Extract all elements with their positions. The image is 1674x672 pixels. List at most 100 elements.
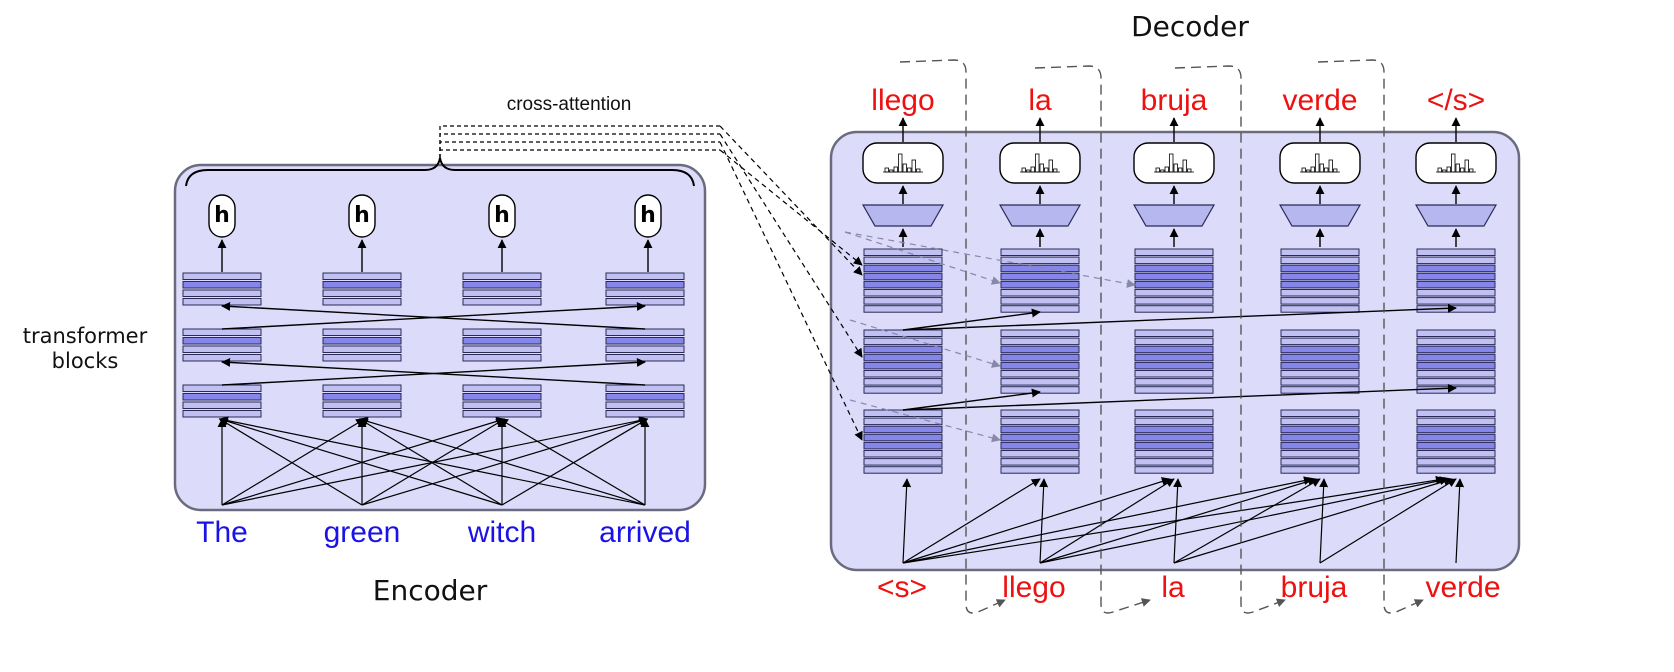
layer-bar bbox=[1416, 378, 1496, 386]
softmax-histogram-box bbox=[1279, 142, 1361, 184]
layer-bar bbox=[322, 345, 402, 353]
cross-attention-path bbox=[439, 141, 720, 158]
layer-bar bbox=[1280, 441, 1360, 450]
layer-bar bbox=[863, 272, 943, 281]
output-to-input-dashed-arrow bbox=[1174, 65, 1286, 614]
layer-bar bbox=[322, 337, 402, 345]
layer-bar bbox=[1000, 466, 1080, 474]
projection-layer bbox=[998, 204, 1082, 227]
layer-bar bbox=[1000, 264, 1080, 273]
layer-bar bbox=[605, 345, 685, 353]
layer-bar bbox=[605, 272, 685, 280]
projection-layer bbox=[861, 204, 945, 227]
layer-bar bbox=[1000, 248, 1080, 256]
causal-input-arrow bbox=[902, 478, 912, 564]
histogram-bar bbox=[898, 153, 903, 173]
projection-layer bbox=[1278, 204, 1362, 227]
layer-bar bbox=[1134, 345, 1214, 354]
encoder-input-word: The bbox=[196, 516, 248, 549]
hidden-state-box bbox=[208, 194, 236, 238]
cross-attention-arrow bbox=[719, 141, 863, 441]
layer-bar bbox=[1280, 433, 1360, 442]
layer-bar bbox=[605, 384, 685, 392]
input-attention-arrow bbox=[218, 416, 646, 506]
layer-bar bbox=[322, 401, 402, 409]
layer-bar bbox=[1000, 370, 1080, 378]
hidden-state-box bbox=[634, 194, 662, 238]
histogram-bar bbox=[1173, 163, 1178, 173]
decoder-output-word: llego bbox=[871, 84, 934, 117]
encoder-layer-block bbox=[322, 328, 402, 362]
layer-bar bbox=[462, 289, 542, 297]
decoder-attention-arrow bbox=[902, 383, 1457, 411]
causal-input-arrow bbox=[1173, 477, 1453, 564]
decoder-input-word: bruja bbox=[1281, 571, 1348, 604]
causal-input-arrow bbox=[1039, 478, 1175, 564]
cross-attention-arrow bbox=[719, 133, 863, 358]
histogram-bar bbox=[1469, 168, 1474, 173]
decoder-layer-block bbox=[1280, 329, 1360, 394]
decoder-input-word: verde bbox=[1425, 571, 1500, 604]
histogram-bar bbox=[907, 167, 912, 173]
decoder-layer-block bbox=[1280, 409, 1360, 474]
decoder-layer-block bbox=[1134, 409, 1214, 474]
causal-input-arrow bbox=[1039, 477, 1317, 564]
histogram-bar bbox=[911, 159, 916, 173]
histogram-bar bbox=[1328, 159, 1333, 173]
layer-bar bbox=[182, 410, 262, 418]
histogram-bar bbox=[902, 163, 907, 173]
layer-bar bbox=[1416, 425, 1496, 434]
layer-bar bbox=[863, 361, 943, 370]
layer-bar bbox=[1134, 450, 1214, 458]
layer-bar bbox=[1416, 466, 1496, 474]
output-to-input-dashed-arrow bbox=[899, 59, 1006, 614]
layer-bar bbox=[1280, 370, 1360, 378]
layer-bar bbox=[1134, 289, 1214, 297]
decoder-layer-block bbox=[1000, 409, 1080, 474]
encoder-hidden-state-label: h bbox=[640, 203, 656, 228]
causal-input-arrow bbox=[1455, 478, 1465, 564]
layer-bar bbox=[1134, 256, 1214, 265]
decoder-title: Decoder bbox=[1131, 10, 1249, 43]
layer-bar bbox=[1000, 433, 1080, 442]
layer-bar bbox=[1134, 458, 1214, 466]
layer-bar bbox=[1280, 409, 1360, 417]
layer-bar bbox=[462, 393, 542, 401]
layer-bar bbox=[1280, 289, 1360, 297]
layer-bar bbox=[1134, 353, 1214, 362]
histogram-bar bbox=[1021, 167, 1026, 173]
layer-bar bbox=[322, 410, 402, 418]
layer-bar bbox=[1134, 329, 1214, 337]
decoder-output-word: verde bbox=[1282, 84, 1357, 117]
layer-bar bbox=[1280, 272, 1360, 281]
layer-bar bbox=[182, 328, 262, 336]
layer-bar bbox=[1416, 337, 1496, 346]
layer-bar bbox=[1280, 353, 1360, 362]
layer-bar bbox=[1280, 378, 1360, 386]
layer-bar bbox=[863, 289, 943, 297]
layer-bar bbox=[1134, 409, 1214, 417]
layer-bar bbox=[322, 354, 402, 362]
decoder-layer-block bbox=[863, 248, 943, 313]
decoder-layer-block bbox=[1000, 248, 1080, 313]
histogram-bar bbox=[1319, 163, 1324, 173]
layer-bar bbox=[1000, 280, 1080, 289]
histogram-bar bbox=[1039, 163, 1044, 173]
hidden-state-box bbox=[348, 194, 376, 238]
layer-bar bbox=[1280, 466, 1360, 474]
causal-input-arrow bbox=[1319, 478, 1457, 564]
layer-bar bbox=[462, 281, 542, 289]
cross-attention-path bbox=[439, 149, 720, 158]
layer-bar bbox=[1416, 441, 1496, 450]
layer-bar bbox=[1416, 329, 1496, 337]
cross-attention-arrow bbox=[719, 149, 863, 266]
histogram-bar bbox=[893, 166, 898, 173]
layer-bar bbox=[182, 337, 262, 345]
causal-input-arrow bbox=[1039, 476, 1449, 564]
layer-bar bbox=[1000, 417, 1080, 426]
layer-bar bbox=[863, 433, 943, 442]
layer-bar bbox=[863, 256, 943, 265]
layer-bar bbox=[182, 384, 262, 392]
layer-bar bbox=[1000, 425, 1080, 434]
